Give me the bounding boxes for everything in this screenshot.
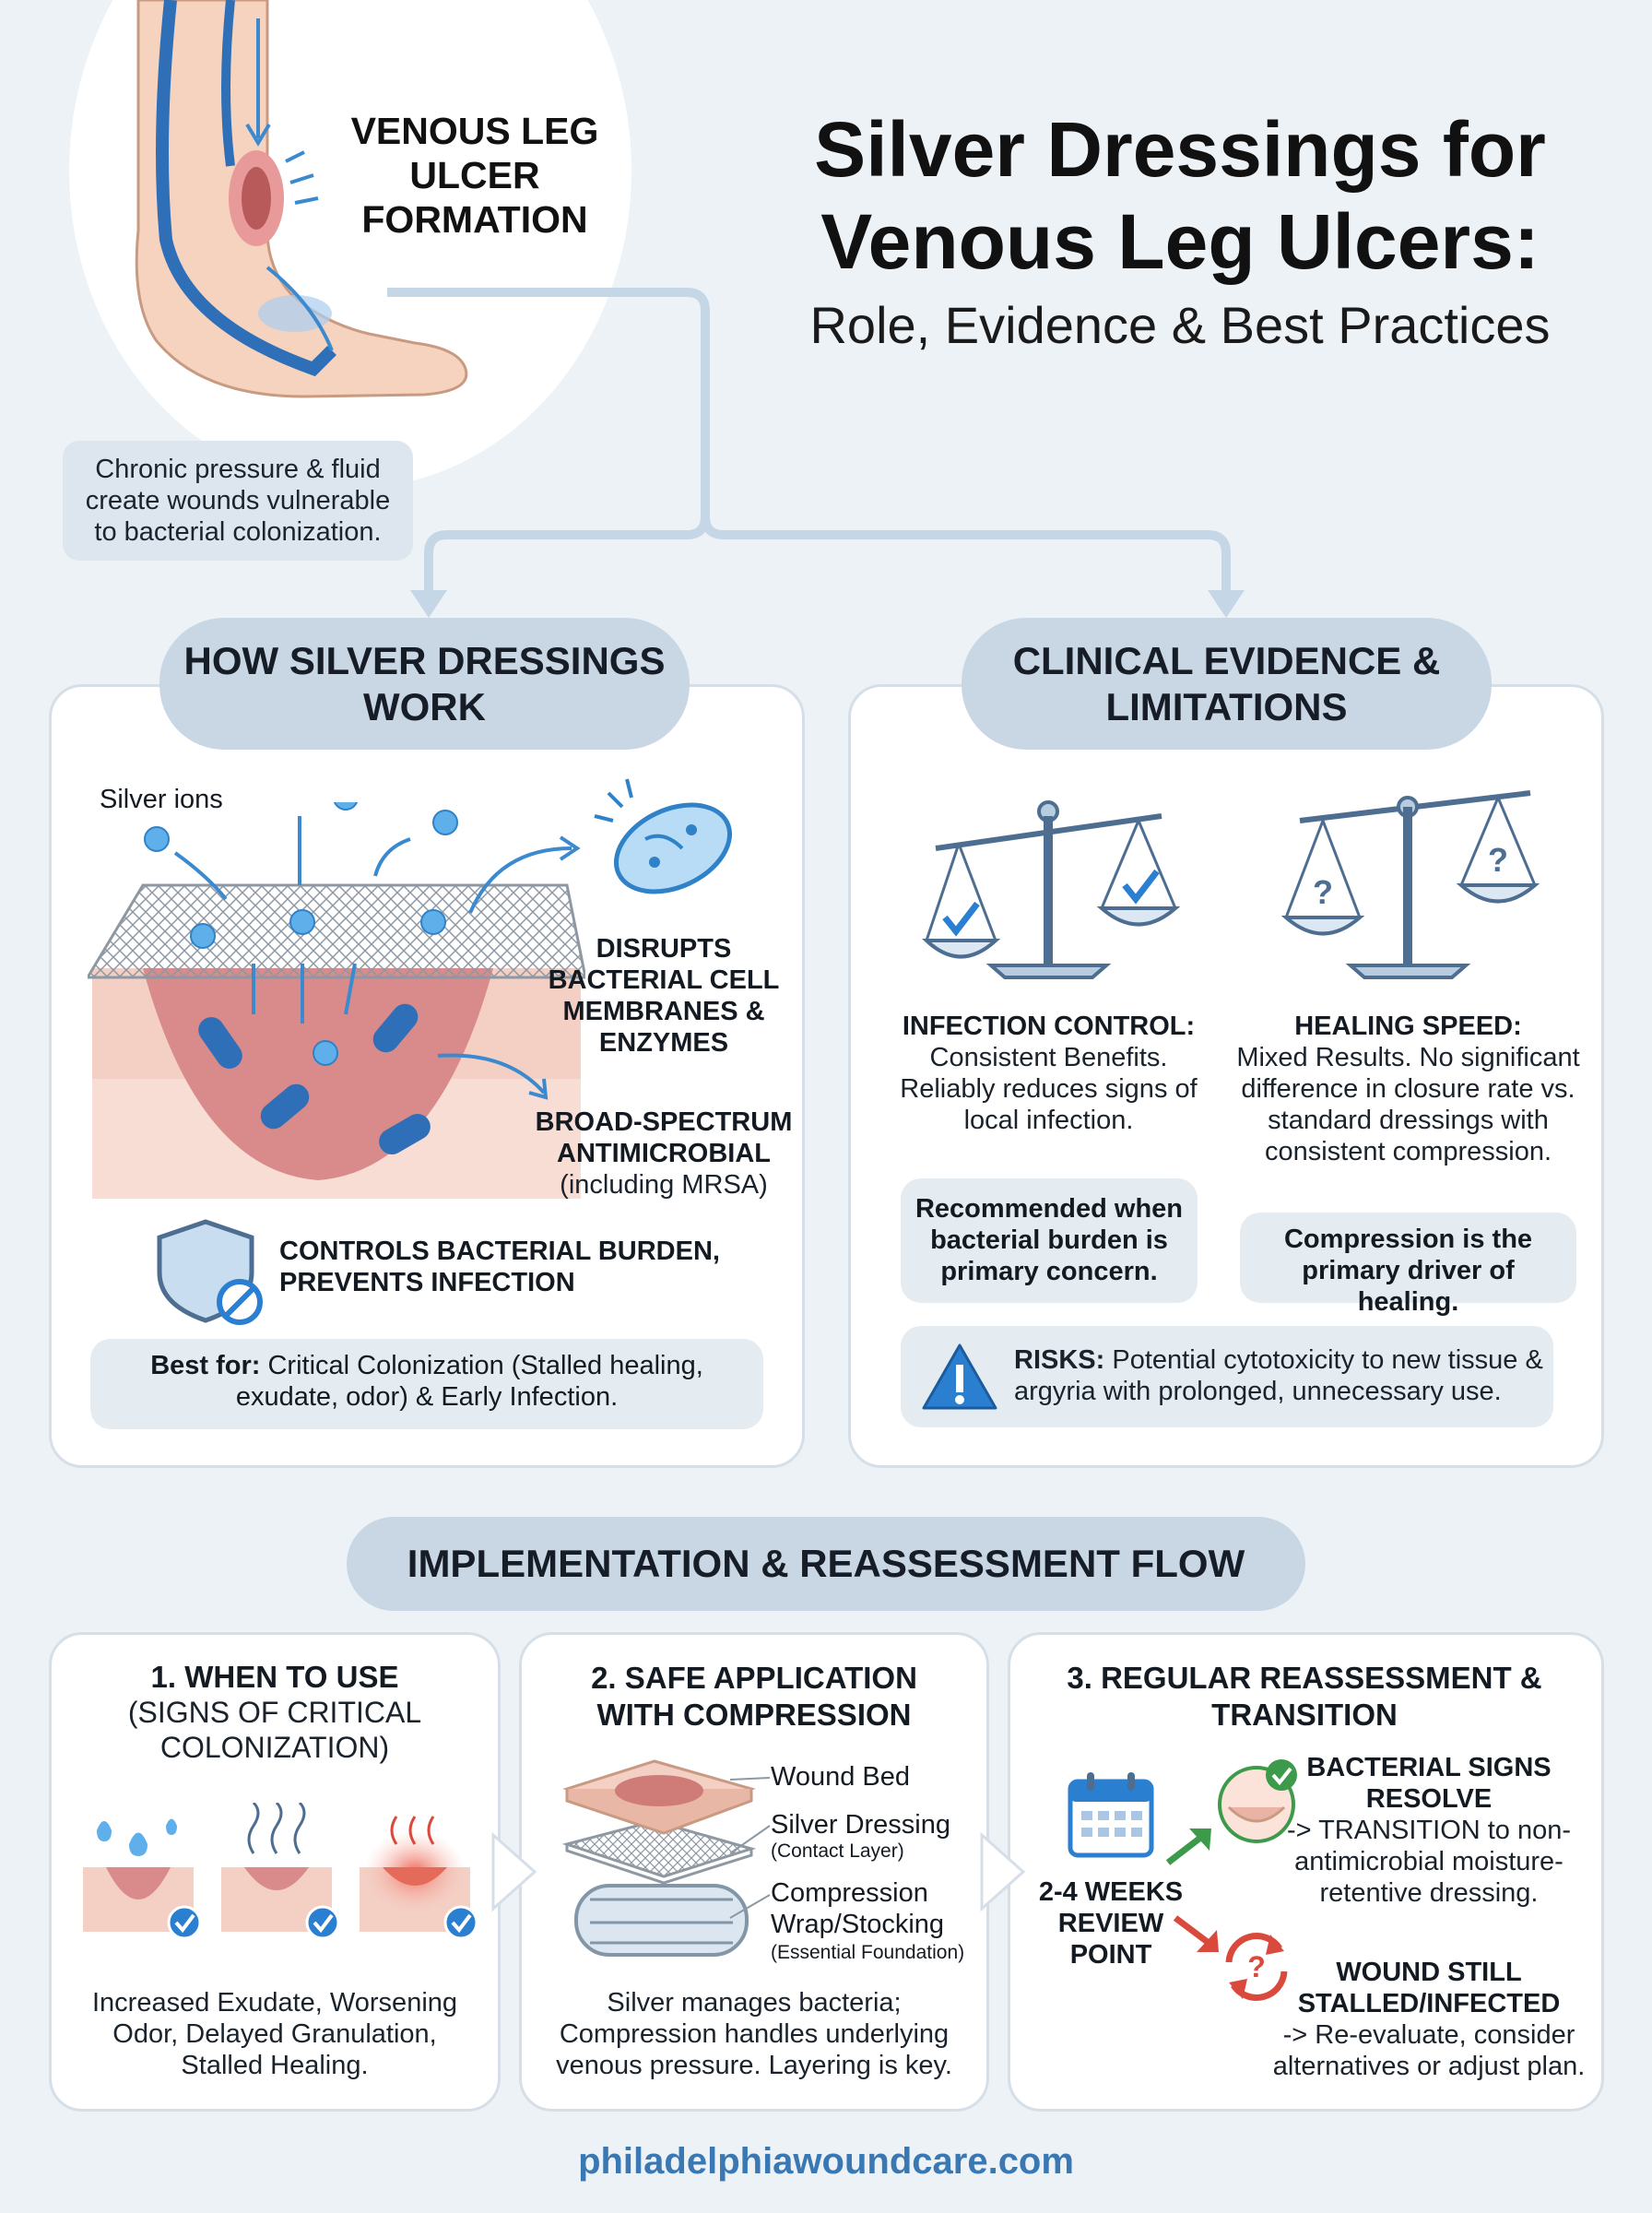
svg-text:?: ? xyxy=(1313,873,1333,911)
step3-panel xyxy=(1008,1632,1604,2112)
evidence-heading: CLINICAL EVIDENCE & LIMITATIONS xyxy=(962,618,1492,750)
step2-panel xyxy=(519,1632,989,2112)
how-silver-heading: HOW SILVER DRESSINGS WORK xyxy=(159,618,690,750)
svg-text:?: ? xyxy=(1488,841,1508,879)
layer-silver-dressing: Silver Dressing xyxy=(771,1810,950,1840)
layer-leader-lines xyxy=(729,1777,771,1919)
infection-title: INFECTION CONTROL: xyxy=(902,1012,1196,1041)
healed-wound-icon xyxy=(1218,1759,1297,1843)
risks-label: RISKS: xyxy=(1014,1345,1105,1375)
infection-text: Consistent Benefits. Reliably reduces si… xyxy=(900,1043,1198,1135)
stalled-text: -> Re-evaluate, consider alternatives or… xyxy=(1272,2020,1586,2081)
step-arrow-1 xyxy=(491,1831,537,1912)
arrow-down-red xyxy=(1173,1915,1219,1952)
review-point: 2-4 WEEKS REVIEW POINT xyxy=(1038,1877,1184,1970)
bacteria-icon xyxy=(594,778,733,894)
silver-ions-label: Silver ions xyxy=(100,785,223,814)
balanced-scale-icon xyxy=(921,800,1180,979)
branch-connector xyxy=(387,288,1245,618)
warning-icon xyxy=(922,1343,997,1410)
resolve-text: -> TRANSITION to non-antimicrobial moist… xyxy=(1286,1816,1572,1908)
healing-box: Compression is the primary driver of hea… xyxy=(1240,1213,1576,1317)
reevaluate-icon: ? xyxy=(1225,1933,1288,2001)
broad-spectrum-title: BROAD-SPECTRUM ANTIMICROBIAL xyxy=(535,1107,793,1168)
hero-label: VENOUS LEG ULCER FORMATION xyxy=(350,110,599,241)
calendar-icon xyxy=(1068,1772,1154,1858)
best-for-text: Critical Colonization (Stalled healing, … xyxy=(235,1351,703,1412)
shield-icon xyxy=(157,1219,263,1325)
silver-dressing-illustration xyxy=(88,802,585,1199)
svg-text:?: ? xyxy=(1247,1950,1266,1983)
layer-compression: Compression Wrap/Stocking xyxy=(771,1878,945,1939)
step-arrow-2 xyxy=(980,1831,1026,1912)
layer-wound-bed: Wound Bed xyxy=(771,1762,911,1792)
arrow-to-bacteria xyxy=(468,835,581,914)
step2-text: Silver manages bacteria; Compression han… xyxy=(556,1988,952,2080)
controls-text: CONTROLS BACTERIAL BURDEN, PREVENTS INFE… xyxy=(279,1237,720,1297)
layering-illustration xyxy=(561,1759,757,1957)
step1-title: 1. WHEN TO USE xyxy=(150,1660,399,1694)
infection-box: Recommended when bacterial burden is pri… xyxy=(901,1178,1198,1303)
step1-text: Increased Exudate, Worsening Odor, Delay… xyxy=(91,1988,458,2080)
step1-subtitle: (SIGNS OF CRITICAL COLONIZATION) xyxy=(127,1696,422,1764)
resolve-title: BACTERIAL SIGNS RESOLVE xyxy=(1306,1753,1552,1814)
hero-note: Chronic pressure & fluid create wounds v… xyxy=(63,441,413,561)
healing-text: Mixed Results. No significant difference… xyxy=(1236,1043,1580,1166)
broad-spectrum-sub: (including MRSA) xyxy=(560,1170,768,1200)
disrupts-text: DISRUPTS BACTERIAL CELL MEMBRANES & ENZY… xyxy=(548,934,780,1058)
leg-illustration xyxy=(135,0,468,398)
layer-compression-sub: (Essential Foundation) xyxy=(771,1942,965,1963)
arrow-to-broad-spectrum xyxy=(437,1053,549,1100)
best-for-box: Best for: Critical Colonization (Stalled… xyxy=(90,1339,763,1429)
best-for-label: Best for: xyxy=(150,1351,261,1380)
step2-title: 2. SAFE APPLICATION WITH COMPRESSION xyxy=(591,1661,917,1732)
flow-heading: IMPLEMENTATION & REASSESSMENT FLOW xyxy=(347,1517,1305,1611)
footer-url[interactable]: philadelphiawoundcare.com xyxy=(578,2141,1074,2182)
risks-text: Potential cytotoxicity to new tissue & a… xyxy=(1014,1345,1543,1406)
page-title: Silver Dressings for Venous Leg Ulcers: xyxy=(814,106,1546,285)
stalled-title: WOUND STILL STALLED/INFECTED xyxy=(1297,1958,1561,2018)
page-subtitle: Role, Evidence & Best Practices xyxy=(809,296,1551,354)
risks-text-block: RISKS: Potential cytotoxicity to new tis… xyxy=(1014,1344,1549,1407)
unbalanced-scale-icon: ? ? xyxy=(1281,790,1540,979)
healing-title: HEALING SPEED: xyxy=(1294,1012,1522,1041)
layer-silver-dressing-sub: (Contact Layer) xyxy=(771,1840,904,1862)
risks-box xyxy=(901,1326,1553,1427)
arrow-up-green xyxy=(1165,1828,1211,1865)
step3-title: 3. REGULAR REASSESSMENT & TRANSITION xyxy=(1067,1661,1542,1732)
colonization-signs-illustration xyxy=(83,1803,478,1940)
